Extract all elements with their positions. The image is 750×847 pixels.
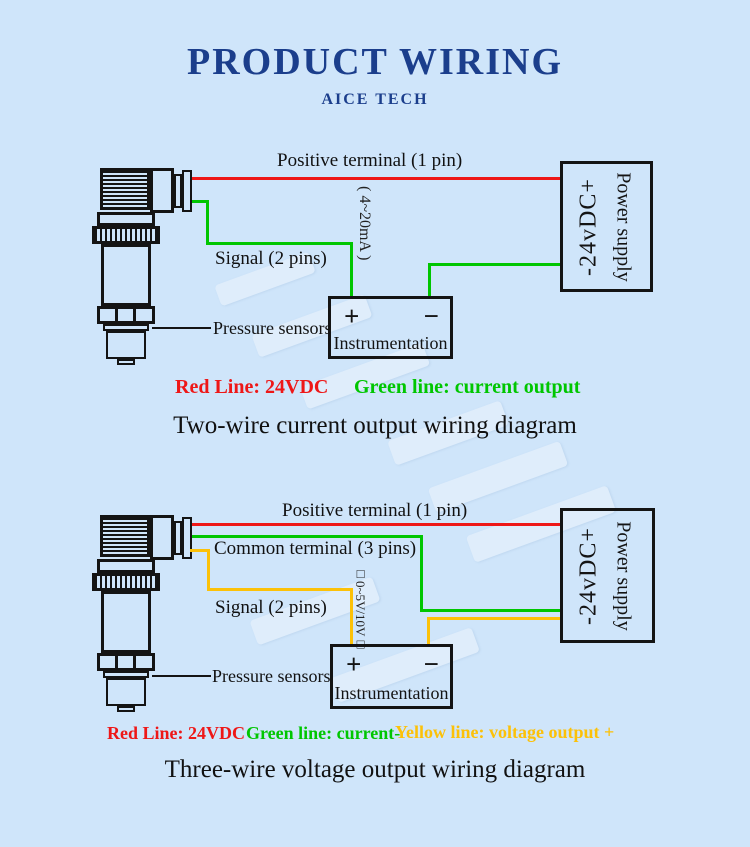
sensor-pressure-port [117, 359, 135, 365]
sensor-pointer-line [152, 675, 211, 677]
instrumentation-box: + − Instrumentation [328, 296, 453, 359]
legend-green: Green line: current- [246, 723, 401, 743]
common-wire [420, 535, 423, 612]
common-wire [192, 535, 423, 538]
sensor-hex-nut [97, 653, 155, 671]
voltage-range-label: □0~5V/10V□ [353, 566, 368, 652]
common-wire [420, 609, 561, 612]
instrumentation-box: + − Instrumentation [330, 644, 453, 709]
diagram2-title: Three-wire voltage output wiring diagram [164, 756, 586, 783]
supply-rail-label: -24vDC+ [575, 177, 602, 276]
sensor-thread-stub [106, 331, 146, 359]
power-supply-box: -24vDC+ Power supply [560, 508, 655, 643]
sensor-gland-step [174, 521, 182, 555]
positive-terminal-label: Positive terminal (1 pin) [282, 500, 468, 521]
power-supply-label: Power supply [612, 520, 635, 631]
signal-return-wire [427, 617, 430, 646]
legend-green: Green line: current output [354, 376, 581, 398]
sensor-connector-housing [150, 168, 174, 213]
sensor-gland [182, 517, 192, 559]
sensor-pointer-line [152, 327, 211, 329]
instrumentation-label: Instrumentation [333, 333, 448, 353]
power-supply-box: -24vDC+ Power supply [560, 161, 653, 292]
positive-wire [192, 177, 561, 180]
signal-wire [350, 588, 353, 646]
sensor-pressure-port [117, 706, 135, 712]
current-range-label: ( 4~20mA ) [356, 186, 373, 261]
positive-wire [192, 523, 561, 526]
diagram1-title: Two-wire current output wiring diagram [173, 412, 577, 439]
pressure-sensor-drawing [92, 513, 192, 713]
power-supply-label: Power supply [612, 171, 635, 282]
return-wire [428, 263, 431, 298]
page-title: PRODUCT WIRING [186, 41, 564, 83]
sensor-connector-cap [100, 515, 150, 557]
signal-wire [206, 242, 353, 245]
pressure-sensor-drawing [92, 166, 192, 366]
signal-label: Signal (2 pins) [215, 248, 327, 269]
pressure-sensors-label: Pressure sensors [213, 318, 332, 338]
minus-terminal: − [423, 649, 439, 679]
sensor-connector-housing [150, 515, 174, 560]
pressure-sensors-label: Pressure sensors [212, 666, 331, 686]
supply-rail-label: -24vDC+ [575, 526, 602, 625]
sensor-thread-stub [106, 678, 146, 706]
sensor-washer [103, 671, 149, 678]
sensor-knurled-ring [92, 573, 160, 591]
legend-yellow: Yellow line: voltage output + [395, 722, 615, 742]
signal-label: Signal (2 pins) [215, 597, 327, 618]
sensor-knurled-ring [92, 226, 160, 244]
sensor-flange [97, 212, 155, 226]
sensor-hex-nut [97, 306, 155, 324]
sensor-gland-step [174, 174, 182, 208]
signal-wire [207, 549, 210, 591]
signal-wire [190, 549, 210, 552]
plus-terminal: + [344, 301, 360, 331]
signal-wire [206, 200, 209, 245]
common-terminal-label: Common terminal (3 pins) [214, 538, 417, 559]
brand-name: AICE TECH [321, 91, 429, 108]
minus-terminal: − [423, 301, 439, 331]
sensor-body [101, 591, 151, 653]
legend-red: Red Line: 24VDC [107, 723, 245, 743]
instrumentation-label: Instrumentation [334, 683, 449, 703]
sensor-connector-cap [100, 168, 150, 210]
sensor-body [101, 244, 151, 306]
positive-terminal-label: Positive terminal (1 pin) [277, 150, 463, 171]
return-wire [428, 263, 561, 266]
sensor-gland [182, 170, 192, 212]
signal-wire [207, 588, 353, 591]
plus-terminal: + [346, 649, 362, 679]
signal-wire [192, 200, 209, 203]
signal-return-wire [427, 617, 561, 620]
signal-wire [350, 242, 353, 298]
legend-red: Red Line: 24VDC [175, 376, 329, 398]
sensor-washer [103, 324, 149, 331]
sensor-flange [97, 559, 155, 573]
